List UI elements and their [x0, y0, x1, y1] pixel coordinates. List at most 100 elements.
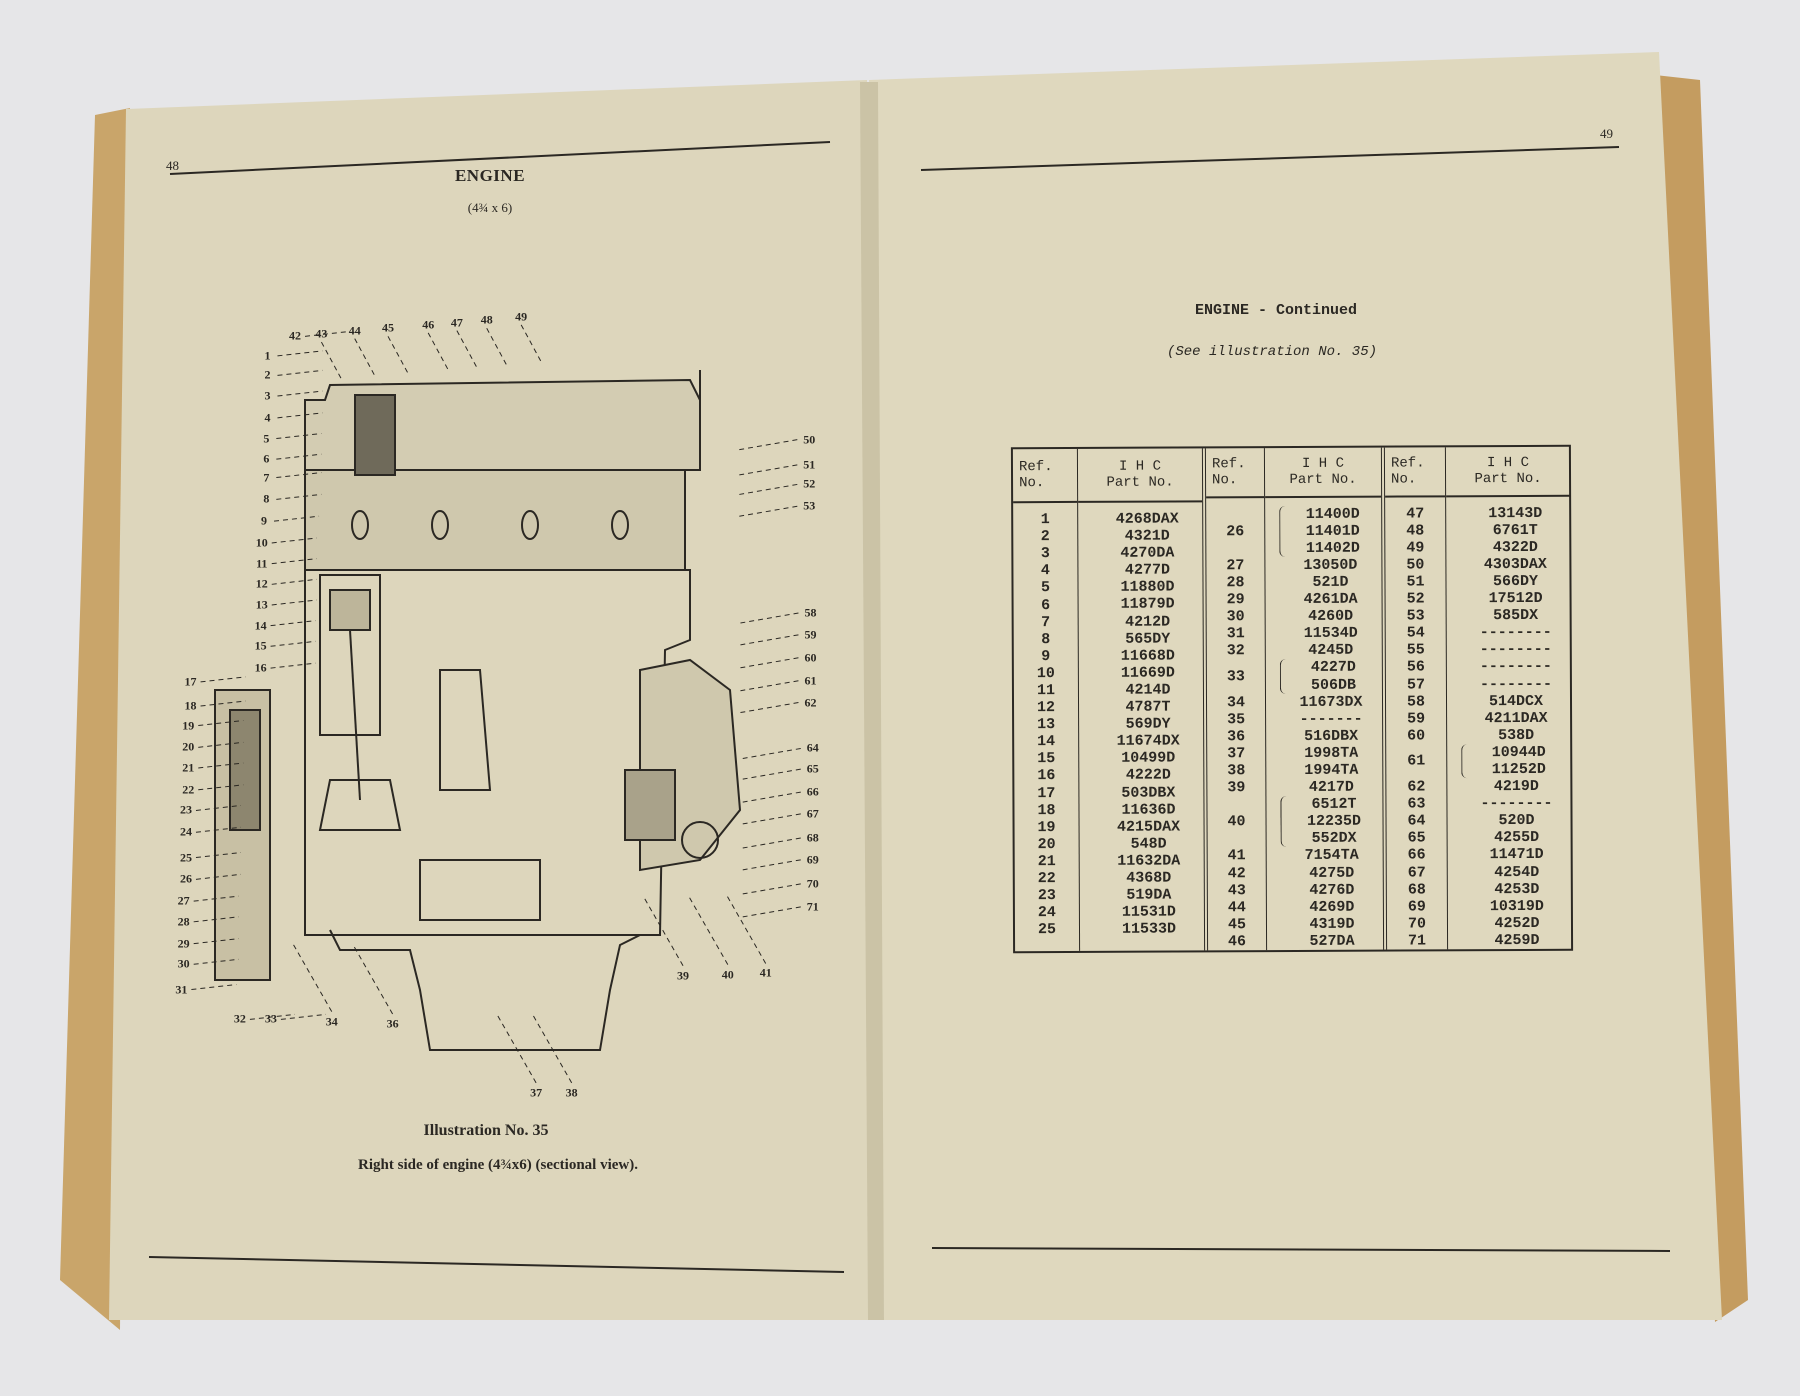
leader-line — [276, 493, 322, 500]
callout-number: 1 — [264, 348, 271, 363]
ref-number: 69 — [1407, 898, 1426, 916]
leader-line — [740, 657, 799, 669]
part-header-line: Part No. — [1289, 471, 1357, 488]
ref-number: 1 — [1040, 511, 1050, 529]
callout-number: 4 — [264, 410, 271, 425]
part-number: 1998TA — [1304, 744, 1359, 762]
callout-number: 61 — [804, 673, 817, 688]
part-entry: 4222D — [1079, 767, 1203, 785]
illustration-caption-text: Right side of engine (4¾x6) (sectional v… — [358, 1157, 638, 1173]
callout-number: 44 — [348, 323, 361, 338]
part-entry: 585DX — [1447, 607, 1571, 625]
callout-number: 34 — [325, 1014, 338, 1029]
leader-line — [742, 837, 801, 849]
part-number: 4261DA — [1303, 590, 1358, 608]
part-number: 7154TA — [1304, 847, 1359, 865]
part-number: 11400D — [1305, 505, 1360, 523]
ref-number: 37 — [1227, 745, 1246, 763]
leader-line — [740, 634, 799, 646]
part-number: 13050D — [1303, 556, 1358, 574]
ref-number: 29 — [1226, 591, 1245, 609]
callout-number: 28 — [177, 914, 190, 929]
leader-line — [280, 1013, 326, 1020]
leader-line — [725, 893, 767, 964]
part-number: 548D — [1130, 835, 1167, 853]
part-number: 1994TA — [1304, 761, 1359, 779]
callout-number: 38 — [565, 1085, 578, 1100]
ref-number: 20 — [1037, 835, 1056, 853]
ref-number: 15 — [1037, 750, 1056, 768]
engine-diagram — [214, 370, 742, 1051]
ref-number: 70 — [1407, 915, 1427, 933]
right-page-number: 49 — [1600, 126, 1613, 141]
callout-number: 59 — [804, 627, 817, 642]
ref-number: 71 — [1408, 932, 1427, 950]
ref-number: 19 — [1037, 818, 1056, 836]
part-entry: 4215DAX — [1080, 818, 1204, 836]
part-entry: -------- — [1447, 624, 1571, 642]
part-number: 4277D — [1124, 561, 1170, 580]
leader-line — [270, 620, 316, 627]
leader-line — [642, 895, 684, 967]
leader-line — [271, 537, 317, 544]
ref-number: 62 — [1407, 778, 1426, 796]
part-entry: 11669D — [1079, 664, 1203, 682]
part-entry: 4322D — [1446, 539, 1570, 557]
part-number: 11471D — [1489, 846, 1544, 864]
part-number: 4319D — [1309, 915, 1355, 933]
part-number: 552DX — [1311, 830, 1357, 848]
part-number: 12235D — [1306, 812, 1362, 831]
part-entry: 4270DA — [1078, 545, 1202, 563]
callout-number: 60 — [804, 650, 817, 665]
ref-number: 64 — [1407, 812, 1426, 830]
part-number: 4270DA — [1120, 544, 1175, 562]
leader-line — [740, 702, 799, 714]
callout-number: 21 — [182, 760, 195, 775]
ref-number: 30 — [1226, 608, 1245, 626]
part-number: 521D — [1312, 573, 1349, 591]
part-number: 4219D — [1493, 777, 1539, 796]
leader-line — [193, 916, 239, 923]
part-entry: 520D — [1447, 812, 1571, 830]
callout-number: 19 — [182, 718, 195, 732]
part-entry: 4252D — [1448, 915, 1572, 933]
part-entry: 566DY — [1446, 573, 1570, 591]
part-number: 11252D — [1491, 760, 1546, 779]
callout-number: 50 — [803, 432, 816, 447]
part-number: 4368D — [1126, 869, 1172, 887]
ref-header: Ref.No. — [1205, 448, 1265, 498]
ref-number: 61 — [1407, 752, 1426, 770]
part-entry: 4260D — [1266, 608, 1382, 626]
callout-number: 51 — [803, 457, 816, 472]
ref-number: 7 — [1041, 613, 1051, 631]
part-entry: 11632DA — [1080, 852, 1204, 870]
part-number: 4212D — [1125, 613, 1171, 631]
ref-number: 55 — [1406, 641, 1425, 659]
leader-line — [249, 1013, 295, 1020]
callout-number: 32 — [233, 1011, 246, 1026]
part-number: 4215DAX — [1117, 818, 1181, 836]
part-entry: -------- — [1447, 795, 1571, 813]
leader-line — [520, 324, 542, 363]
callout-number: 45 — [382, 320, 394, 335]
ref-number: 27 — [1226, 557, 1245, 575]
part-entry: 11533D — [1080, 921, 1204, 939]
part-number: -------- — [1480, 795, 1553, 813]
ref-number: 17 — [1037, 784, 1056, 802]
part-entry: -------- — [1447, 675, 1571, 693]
callout-number: 58 — [804, 605, 817, 620]
ref-number: 3 — [1040, 545, 1050, 563]
ref-number: 65 — [1407, 829, 1426, 847]
callout-number: 43 — [315, 326, 328, 341]
leader-line — [271, 558, 317, 565]
part-number: 4217D — [1308, 778, 1354, 796]
ref-number: 21 — [1037, 852, 1056, 871]
ref-number: 4 — [1040, 562, 1050, 580]
part-number: 10944D — [1491, 743, 1546, 762]
callout-number: 16 — [254, 660, 267, 675]
